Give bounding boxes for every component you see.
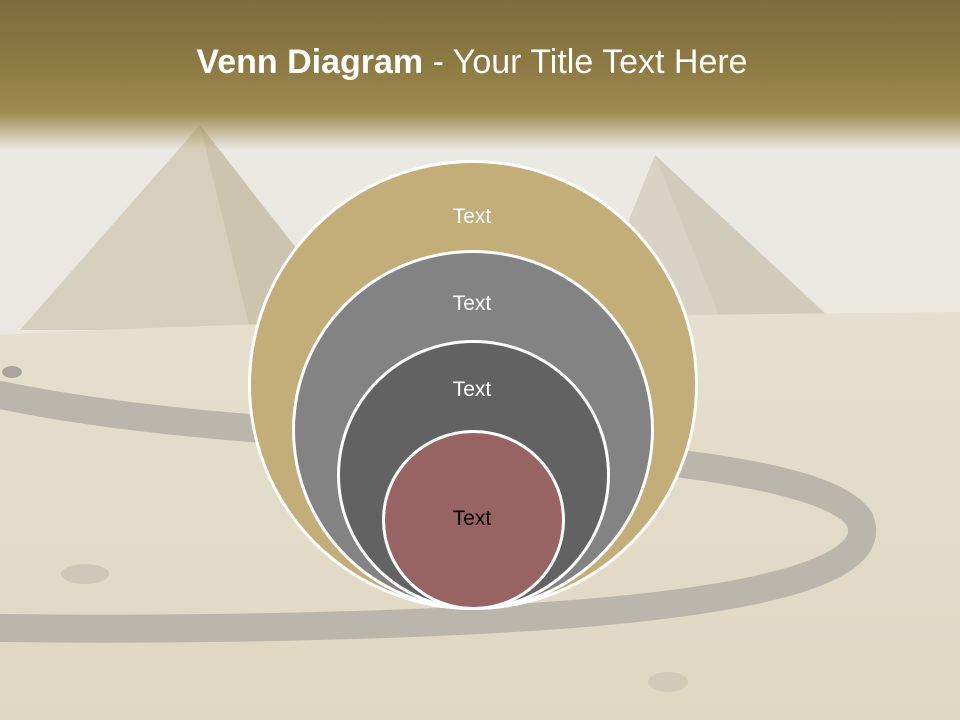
inner-circle-label: Text <box>452 507 492 530</box>
title-bold-part: Venn Diagram <box>196 43 424 81</box>
slide-title: Venn Diagram - Your Title Text Here <box>0 40 944 84</box>
title-banner <box>0 0 960 150</box>
second-circle-label: Text <box>452 292 492 315</box>
inner-circle[interactable] <box>382 430 565 610</box>
outer-circle-label: Text <box>452 205 492 228</box>
third-circle-label: Text <box>452 378 492 401</box>
title-rest-part: - Your Title Text Here <box>423 43 748 81</box>
